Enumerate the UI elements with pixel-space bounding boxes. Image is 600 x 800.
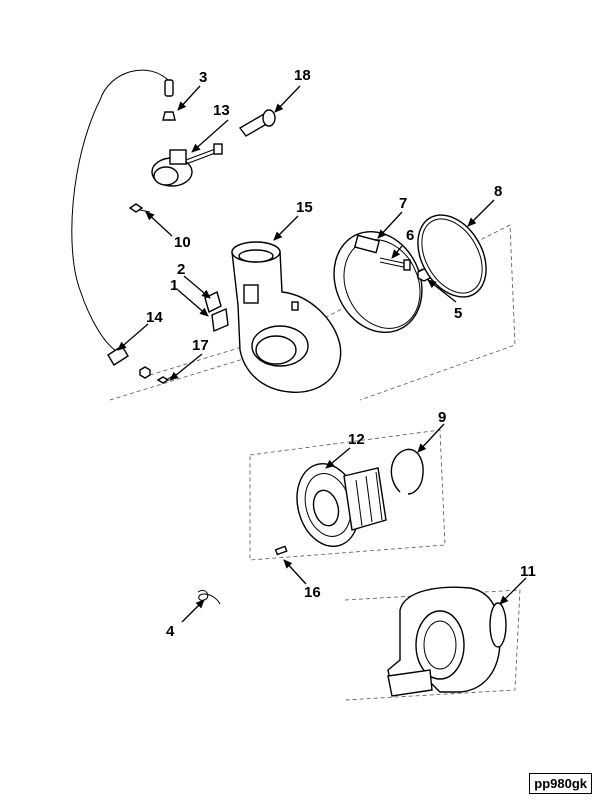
brackets xyxy=(204,290,229,333)
mounting-screw xyxy=(128,203,151,213)
wire-clip xyxy=(197,589,221,605)
leader-arrows xyxy=(117,85,527,623)
callout-3: 3 xyxy=(199,69,207,86)
callout-11: 11 xyxy=(520,563,536,580)
callout-17: 17 xyxy=(192,337,209,354)
center-rotating-assembly xyxy=(296,462,387,548)
screw-17 xyxy=(156,373,177,384)
o-ring xyxy=(417,214,487,298)
actuator-hose xyxy=(71,69,171,353)
callout-labels: 3 13 18 10 15 7 6 8 5 2 1 14 17 12 9 16 … xyxy=(146,67,536,640)
callout-2: 2 xyxy=(177,261,185,278)
callout-5: 5 xyxy=(454,305,462,322)
wastegate-actuator xyxy=(151,143,223,187)
compressor-housing xyxy=(231,241,342,393)
callout-18: 18 xyxy=(294,67,311,84)
callout-8: 8 xyxy=(494,183,502,200)
callout-10: 10 xyxy=(174,234,191,251)
hose-end-fitting xyxy=(107,345,129,366)
hose-fitting xyxy=(162,79,176,121)
callout-16: 16 xyxy=(304,584,321,601)
callout-6: 6 xyxy=(406,227,414,244)
callout-9: 9 xyxy=(438,409,446,426)
callout-14: 14 xyxy=(146,309,163,326)
callout-15: 15 xyxy=(296,199,313,216)
small-nut xyxy=(139,366,151,379)
actuator-pin xyxy=(238,109,276,137)
retaining-ring xyxy=(390,448,424,495)
callout-4: 4 xyxy=(166,623,175,640)
turbine-housing xyxy=(387,586,507,697)
callout-13: 13 xyxy=(213,102,230,119)
figure-reference-code: pp980gk xyxy=(529,773,592,794)
locating-pin xyxy=(274,545,288,556)
clamp-bolt xyxy=(379,257,411,271)
callout-12: 12 xyxy=(348,431,365,448)
callout-7: 7 xyxy=(399,195,407,212)
callout-1: 1 xyxy=(170,277,178,294)
